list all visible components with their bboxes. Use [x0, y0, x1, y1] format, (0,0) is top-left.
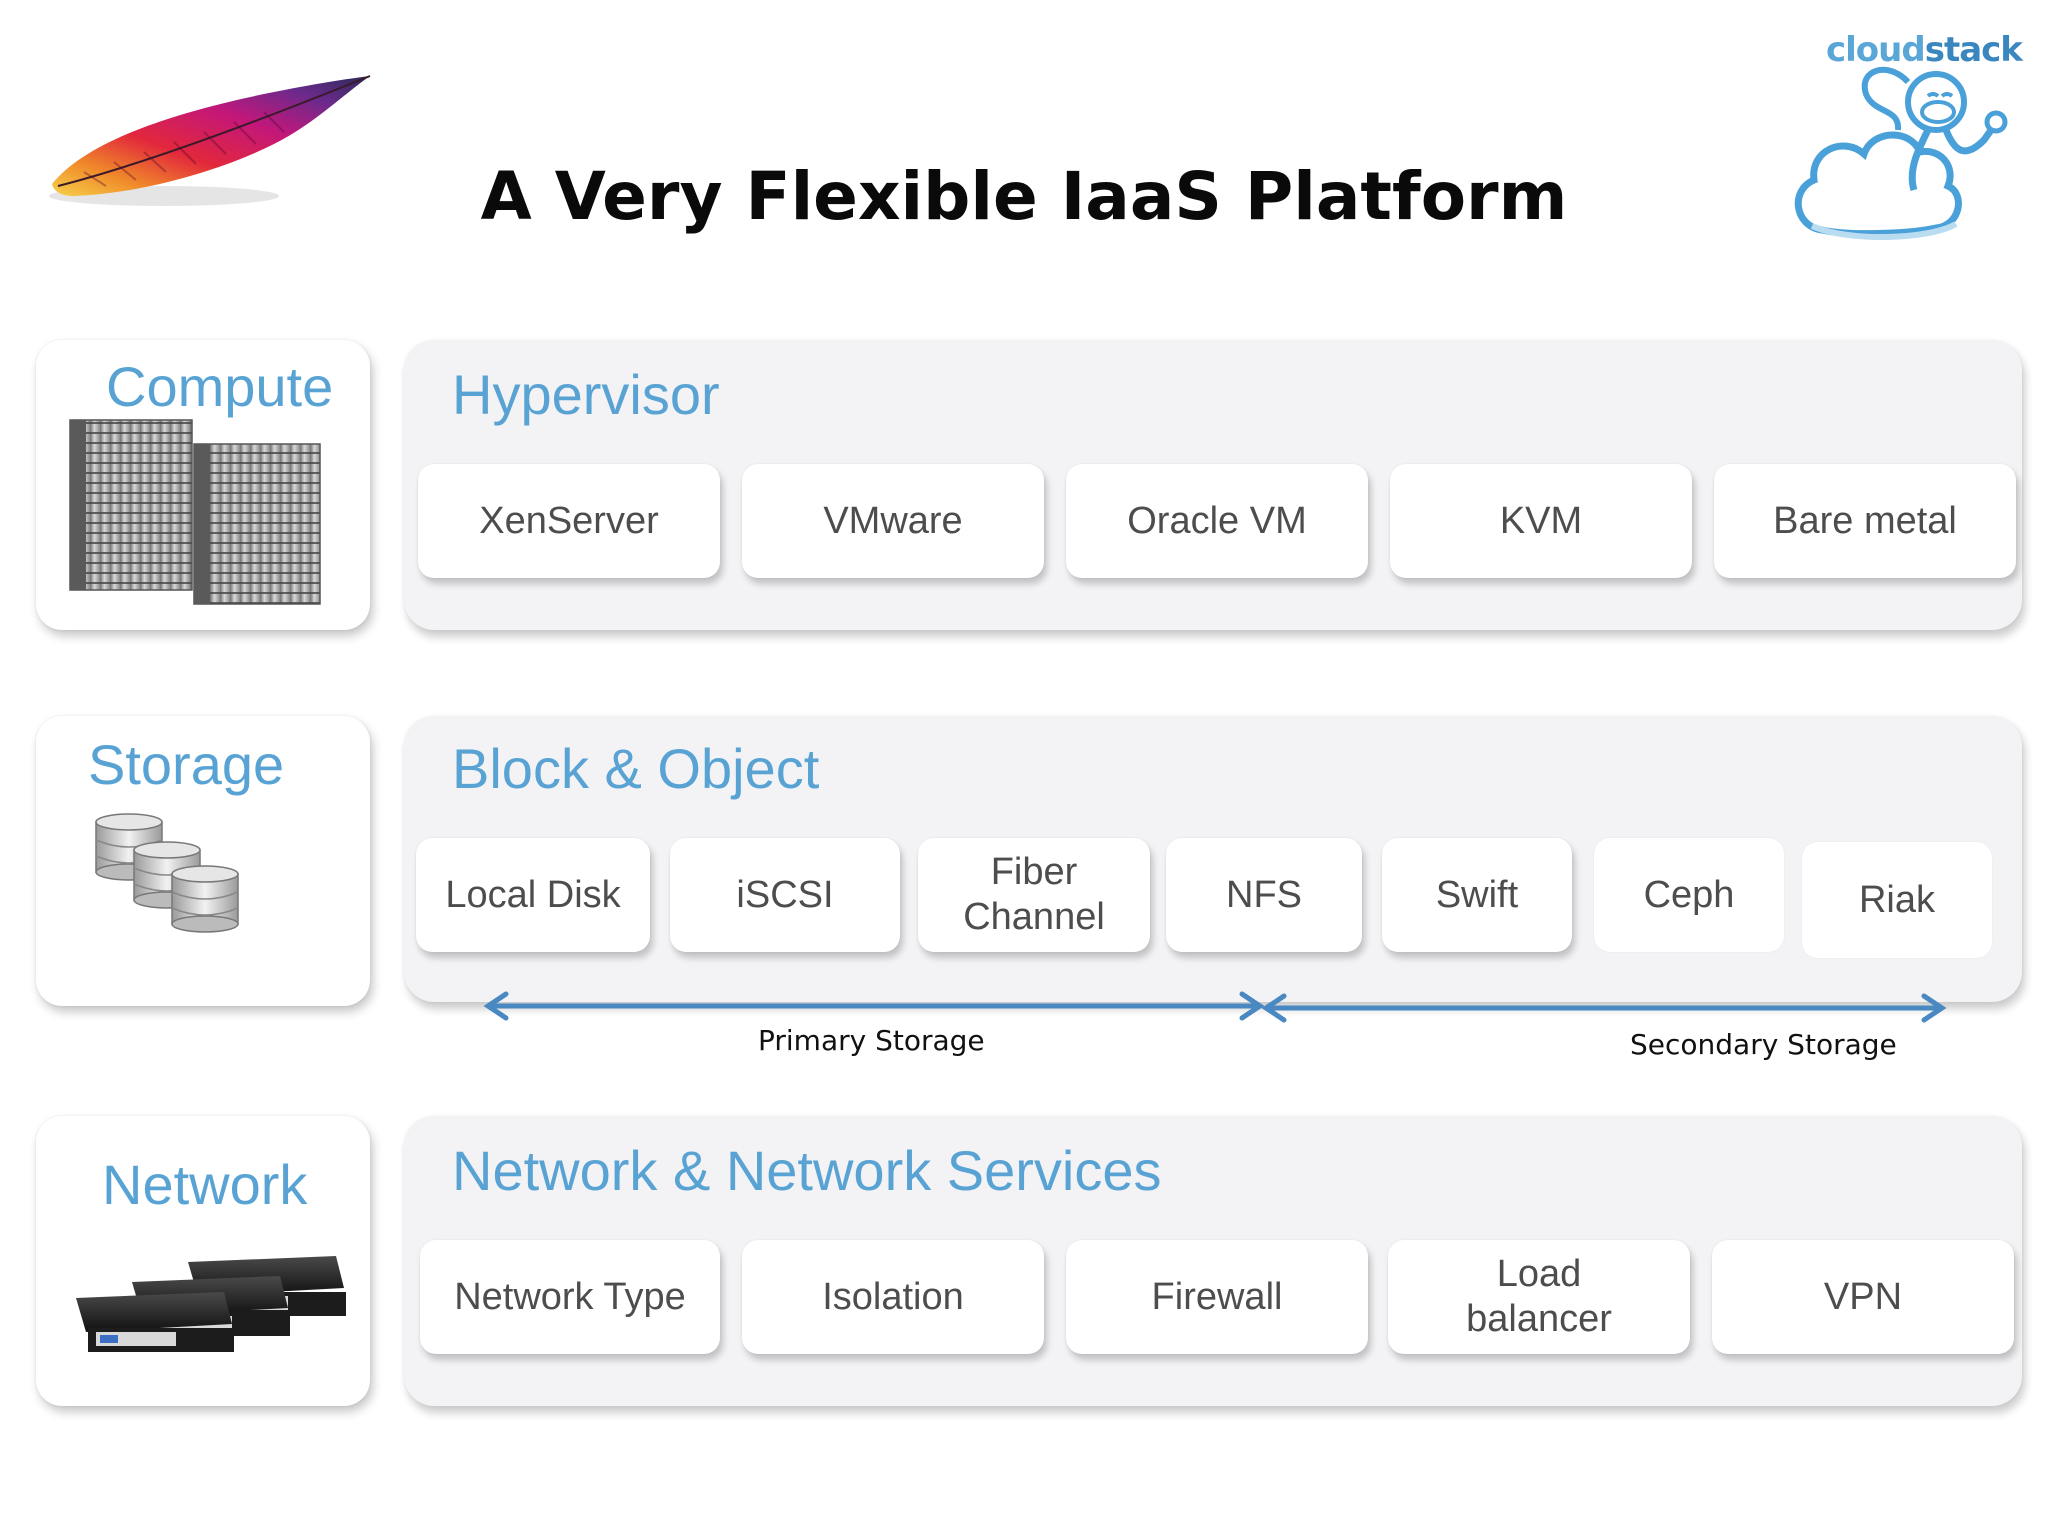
- secondary-arrow-left-head: [1261, 993, 1287, 1023]
- chip-label: Local Disk: [445, 873, 621, 916]
- chip-label: Load balancer: [1466, 1253, 1612, 1340]
- chip-label: Ceph: [1643, 873, 1735, 916]
- switch-unit-front: [76, 1292, 234, 1352]
- primary-arrow-right-head: [1239, 991, 1265, 1021]
- hypervisor-panel-title: Hypervisor: [452, 363, 720, 426]
- compute-card: Compute: [36, 340, 370, 630]
- hypervisor-chip-kvm[interactable]: KVM: [1390, 464, 1692, 578]
- hypervisor-panel: Hypervisor XenServer VMware Oracle VM KV…: [404, 340, 2022, 630]
- hypervisor-chip-vmware[interactable]: VMware: [742, 464, 1044, 578]
- primary-storage-label: Primary Storage: [758, 1024, 985, 1057]
- apache-feather-icon: [49, 75, 371, 206]
- chip-label: Firewall: [1151, 1275, 1283, 1318]
- storage-chip-ceph[interactable]: Ceph: [1594, 838, 1784, 952]
- chip-label: Bare metal: [1773, 499, 1957, 542]
- network-services-panel-title: Network & Network Services: [452, 1139, 1162, 1202]
- storage-chip-swift[interactable]: Swift: [1382, 838, 1572, 952]
- chip-label: Fiber Channel: [963, 851, 1105, 938]
- storage-label: Storage: [88, 733, 285, 796]
- database-icon: [95, 813, 239, 933]
- network-switch-icon: [76, 1256, 346, 1352]
- primary-arrow-left-head: [483, 991, 509, 1021]
- chip-label: VPN: [1823, 1275, 1903, 1318]
- storage-chip-nfs[interactable]: NFS: [1166, 838, 1362, 952]
- hypervisor-chip-oracle-vm[interactable]: Oracle VM: [1066, 464, 1368, 578]
- hypervisor-chip-xenserver[interactable]: XenServer: [418, 464, 720, 578]
- chip-label: Riak: [1858, 878, 1936, 921]
- chip-label: XenServer: [479, 499, 659, 542]
- chip-label: NFS: [1226, 873, 1302, 916]
- chip-label: KVM: [1499, 499, 1583, 542]
- logo-text-cloud: cloud: [1826, 30, 1926, 70]
- storage-card: Storage: [36, 716, 370, 1006]
- chip-label: Isolation: [822, 1275, 964, 1318]
- network-card: Network: [36, 1116, 370, 1406]
- cloudstack-logo-text: cloudstack: [1826, 30, 2023, 70]
- server-rack-icon: [69, 419, 321, 605]
- secondary-arrow-right-head: [1921, 993, 1947, 1023]
- slide-title: A Very Flexible IaaS Platform: [480, 158, 1568, 235]
- compute-label: Compute: [106, 355, 334, 418]
- chip-label: Network Type: [454, 1275, 686, 1318]
- network-chip-network-type[interactable]: Network Type: [420, 1240, 720, 1354]
- chip-label: iSCSI: [736, 873, 834, 916]
- network-chip-isolation[interactable]: Isolation: [742, 1240, 1044, 1354]
- cloudstack-monkey-cloud-icon: [1794, 66, 2008, 241]
- network-label: Network: [102, 1153, 308, 1216]
- storage-chip-fiber-channel[interactable]: Fiber Channel: [918, 838, 1150, 952]
- network-services-panel: Network & Network Services Network Type …: [404, 1116, 2022, 1406]
- block-object-panel: Block & Object Local Disk iSCSI Fiber Ch…: [404, 716, 2022, 1002]
- block-object-panel-title: Block & Object: [452, 737, 820, 800]
- storage-chip-local-disk[interactable]: Local Disk: [416, 838, 650, 952]
- chip-label: Oracle VM: [1127, 499, 1307, 542]
- network-chip-firewall[interactable]: Firewall: [1066, 1240, 1368, 1354]
- logo-text-stack: stack: [1924, 30, 2023, 70]
- chip-label: VMware: [823, 499, 963, 542]
- chip-label: Swift: [1435, 873, 1519, 916]
- storage-chip-riak[interactable]: Riak: [1802, 842, 1992, 958]
- storage-chip-iscsi[interactable]: iSCSI: [670, 838, 900, 952]
- hypervisor-chip-bare-metal[interactable]: Bare metal: [1714, 464, 2016, 578]
- network-chip-vpn[interactable]: VPN: [1712, 1240, 2014, 1354]
- secondary-storage-label: Secondary Storage: [1630, 1028, 1897, 1061]
- network-chip-load-balancer[interactable]: Load balancer: [1388, 1240, 1690, 1354]
- db-stack-3: [171, 865, 239, 933]
